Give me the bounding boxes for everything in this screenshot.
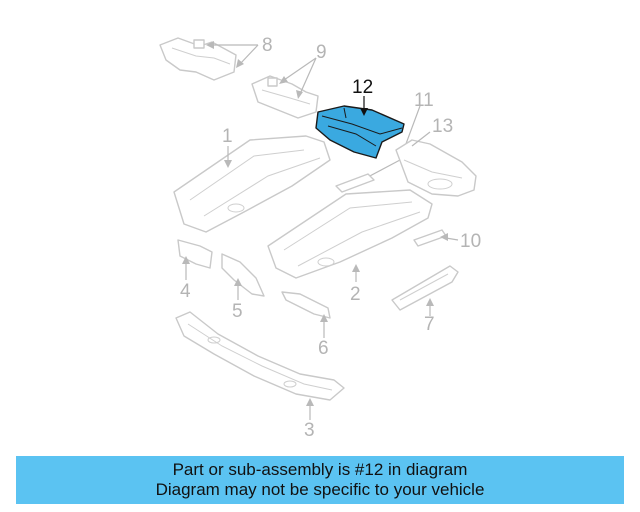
callout-6: 6 bbox=[318, 338, 329, 359]
parts-diagram: 8 9 12 11 13 1 bbox=[159, 35, 481, 441]
part-9-leaders bbox=[279, 57, 317, 99]
part-11-crossmember bbox=[335, 173, 375, 193]
part-5-bracket bbox=[221, 253, 265, 297]
callout-8: 8 bbox=[262, 35, 273, 56]
callout-10: 10 bbox=[460, 231, 481, 252]
callout-12: 12 bbox=[352, 77, 373, 98]
callout-13: 13 bbox=[432, 116, 453, 137]
callout-4: 4 bbox=[180, 281, 191, 302]
callout-7: 7 bbox=[424, 314, 435, 335]
part-4-bracket bbox=[177, 239, 213, 269]
part-8-leaders bbox=[206, 41, 259, 68]
part-7-rail bbox=[391, 265, 459, 311]
part-9-brackets bbox=[251, 75, 319, 119]
part-3-crossmember bbox=[175, 311, 345, 401]
callout-2: 2 bbox=[350, 284, 361, 305]
callout-5: 5 bbox=[232, 301, 243, 322]
banner-line-1: Part or sub-assembly is #12 in diagram bbox=[172, 460, 468, 479]
part-1-front-floor bbox=[173, 135, 331, 233]
part-6-rail bbox=[281, 291, 331, 319]
info-banner: Part or sub-assembly is #12 in diagram D… bbox=[16, 456, 624, 504]
part-8-brackets bbox=[159, 37, 237, 81]
callout-3: 3 bbox=[304, 420, 315, 441]
callout-9: 9 bbox=[316, 42, 327, 63]
callout-1: 1 bbox=[222, 126, 233, 147]
part-10-bracket bbox=[413, 229, 447, 247]
callout-11: 11 bbox=[414, 90, 434, 111]
part-13-rear-pan bbox=[395, 139, 477, 197]
part-2-floor-pan bbox=[267, 189, 433, 279]
part-12-highlighted bbox=[315, 105, 405, 159]
banner-line-2: Diagram may not be specific to your vehi… bbox=[155, 480, 485, 499]
